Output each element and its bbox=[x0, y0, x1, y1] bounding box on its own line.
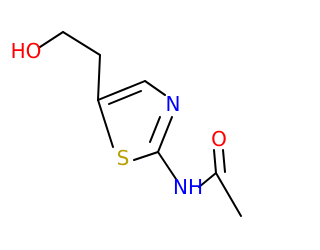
bond-c4-c5-inner bbox=[108, 90, 142, 105]
hydroxyl-label: HO bbox=[11, 39, 42, 63]
bond-c2-n3 bbox=[157, 116, 173, 153]
bond-c2-nh bbox=[157, 151, 177, 180]
bond-c1-c2 bbox=[62, 31, 101, 56]
sulfur-label: S bbox=[117, 146, 130, 170]
bond-c2-c5 bbox=[97, 54, 101, 101]
ring-nitrogen-label: N bbox=[166, 92, 181, 116]
bond-c5-s bbox=[97, 99, 114, 148]
bond-carbonyl-o-second bbox=[222, 149, 226, 173]
bond-o-c1 bbox=[39, 31, 64, 48]
bond-carbonyl-methyl bbox=[215, 172, 242, 217]
bond-nh-carbonyl bbox=[198, 172, 217, 188]
bond-carbonyl-o bbox=[213, 149, 217, 174]
bond-c2-n3-inner bbox=[149, 116, 161, 143]
structure-diagram: HO S N NH O bbox=[11, 31, 242, 217]
bond-c4-c5 bbox=[97, 80, 146, 101]
bond-s-c2 bbox=[133, 151, 159, 161]
amide-nitrogen-label: NH bbox=[173, 175, 203, 199]
carbonyl-oxygen-label: O bbox=[211, 127, 227, 151]
bonds bbox=[39, 31, 242, 217]
bond-n3-c4 bbox=[144, 80, 166, 96]
atom-labels: HO S N NH O bbox=[11, 39, 227, 199]
molecule-drawing: HO S N NH O bbox=[11, 31, 242, 217]
